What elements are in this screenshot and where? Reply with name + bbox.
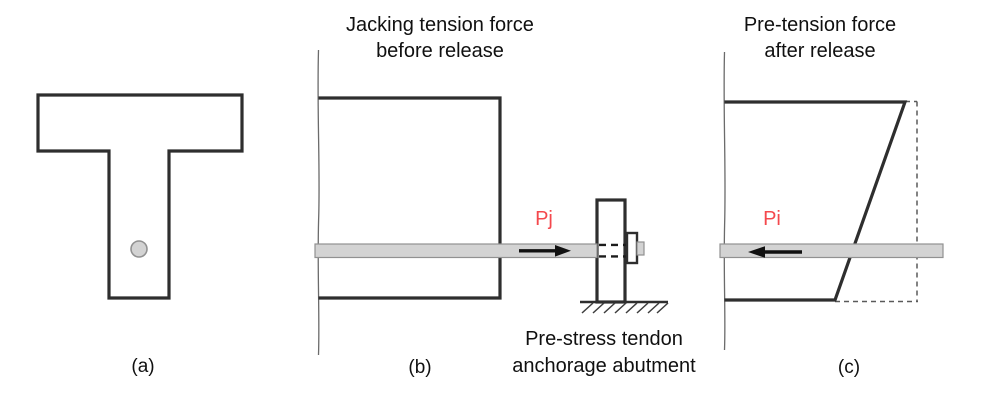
pretension-force-arrow-left-icon xyxy=(748,246,802,258)
anchorage-caption-line1: Pre-stress tendon xyxy=(525,328,683,350)
pretension-after-release-drawing xyxy=(719,51,944,351)
panel-b-title: Jacking tension force before release xyxy=(280,12,600,64)
shortened-block-outline xyxy=(724,100,908,302)
pretension-force-label: Pi xyxy=(763,208,781,230)
anchorage-post xyxy=(595,198,627,304)
tendon-dot-icon xyxy=(130,240,148,258)
panel-c-title-line1: Pre-tension force xyxy=(743,14,897,36)
panel-b-title-line1: Jacking tension force xyxy=(346,14,534,36)
hidden-tendon-dashes xyxy=(599,243,626,258)
t-beam-cross-section-drawing xyxy=(36,93,244,300)
jacking-force-arrow-right-icon xyxy=(519,245,571,257)
jacking-force-label: Pj xyxy=(535,208,553,230)
bearing-plate xyxy=(625,231,639,265)
concrete-block-outline xyxy=(318,96,502,300)
panel-c-title: Pre-tension force after release xyxy=(670,12,970,64)
jacking-before-release-drawing xyxy=(314,49,669,356)
member-break-line xyxy=(723,51,726,351)
panel-b-label: (b) xyxy=(408,357,432,378)
anchor-stub xyxy=(636,241,645,256)
panel-a-label: (a) xyxy=(131,356,155,377)
ground-hatch-icon xyxy=(580,300,669,314)
panel-c-title-line2: after release xyxy=(764,40,876,62)
member-break-line xyxy=(317,49,320,356)
panel-c-label: (c) xyxy=(837,357,861,378)
panel-b-title-line2: before release xyxy=(376,40,504,62)
prestress-tendon-bar xyxy=(314,243,598,259)
anchorage-caption-line2: anchorage abutment xyxy=(512,355,696,377)
t-beam-outline xyxy=(36,93,244,300)
original-shape-dashed-outline xyxy=(835,100,918,303)
anchorage-caption: Pre-stress tendon anchorage abutment xyxy=(444,326,764,380)
prestress-tendon-bar xyxy=(719,243,944,259)
